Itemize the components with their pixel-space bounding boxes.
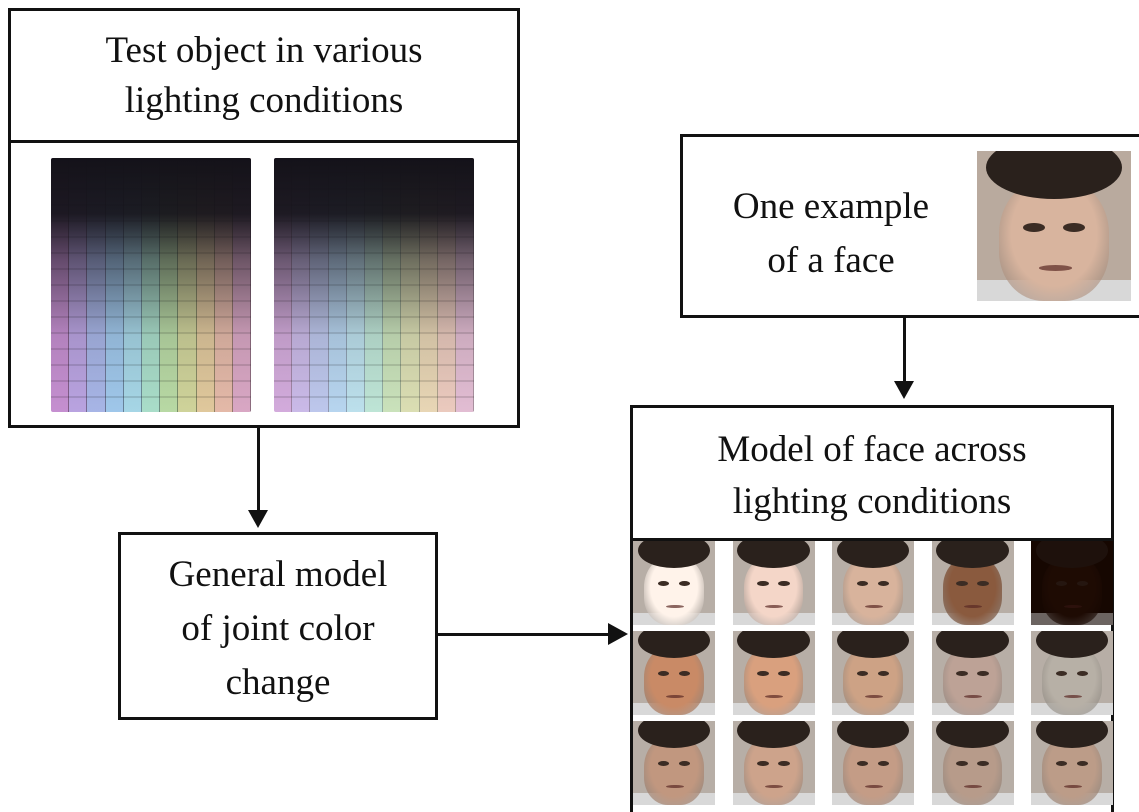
face-model-line2: lighting conditions xyxy=(732,481,1012,522)
face-thumbnail xyxy=(732,721,815,805)
face-thumbnail xyxy=(832,631,914,715)
arrow-example-to-model xyxy=(903,318,906,384)
test-object-title-line2: lighting conditions xyxy=(124,80,404,121)
arrow-test-to-general xyxy=(257,428,260,514)
face-model-title-box: Model of face across lighting conditions xyxy=(630,405,1114,541)
color-chart-image-left xyxy=(51,158,251,412)
general-model-line2: of joint color xyxy=(181,608,375,649)
face-thumbnail xyxy=(931,631,1014,715)
face-thumbnail xyxy=(1031,721,1113,805)
general-model-line3: change xyxy=(225,662,331,703)
face-grid-box xyxy=(630,538,1114,812)
face-thumbnail xyxy=(931,721,1014,805)
general-model-box: General model of joint color change xyxy=(118,532,438,720)
face-example-line2: of a face xyxy=(767,240,895,281)
arrowhead-down-1 xyxy=(248,510,268,528)
face-thumbnail xyxy=(931,541,1014,625)
face-thumbnail xyxy=(732,631,815,715)
face-thumbnail xyxy=(1031,631,1113,715)
color-chart-image-right xyxy=(274,158,474,412)
test-object-image-box xyxy=(8,140,520,428)
test-object-title-box: Test object in various lighting conditio… xyxy=(8,8,520,143)
general-model-line1: General model xyxy=(168,554,388,595)
face-thumbnail xyxy=(732,541,815,625)
face-thumbnail xyxy=(832,541,914,625)
face-example-box: One example of a face xyxy=(680,134,1139,318)
arrowhead-right xyxy=(608,623,628,645)
face-thumbnail xyxy=(633,631,715,715)
face-thumbnail xyxy=(1031,541,1113,625)
face-thumbnail xyxy=(633,721,715,805)
face-thumbnail xyxy=(832,721,914,805)
face-thumbnail xyxy=(633,541,715,625)
arrow-general-to-facegrid xyxy=(438,633,610,636)
test-object-title-line1: Test object in various xyxy=(105,30,423,71)
face-example-line1: One example xyxy=(732,186,930,227)
arrowhead-down-2 xyxy=(894,381,914,399)
face-photo xyxy=(977,151,1131,301)
face-model-line1: Model of face across xyxy=(717,429,1027,470)
